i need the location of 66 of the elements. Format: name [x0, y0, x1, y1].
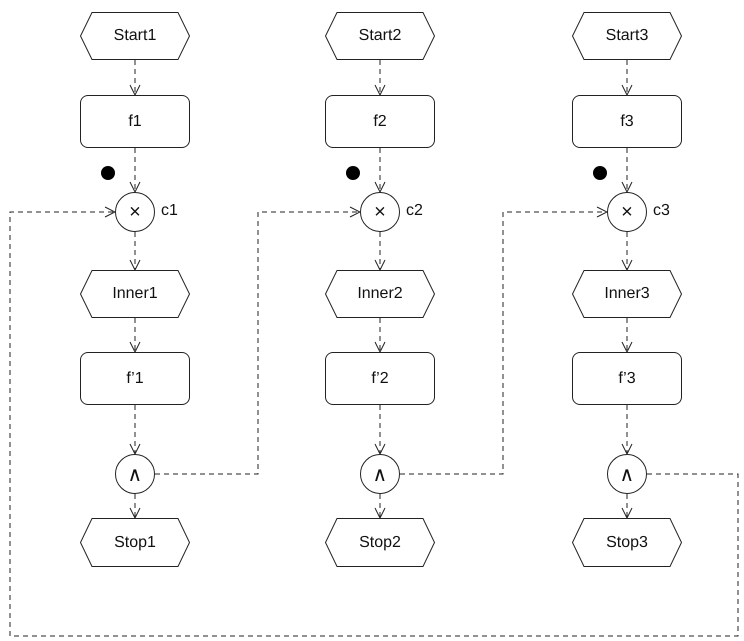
operator-symbol: ∧ — [372, 462, 388, 486]
arrow — [10, 206, 738, 636]
hexagon-node — [80, 12, 190, 60]
arrow — [130, 148, 140, 192]
arrow — [622, 494, 632, 518]
connector-label: c2 — [406, 202, 423, 220]
arrow — [374, 60, 386, 96]
hexagon-node — [325, 270, 435, 318]
arrow — [154, 206, 360, 474]
node-label: Stop3 — [606, 534, 648, 552]
node-label: Inner2 — [357, 285, 403, 303]
process-box — [80, 352, 190, 405]
arrow — [622, 404, 632, 454]
connector-label: c1 — [161, 202, 178, 220]
arrow — [374, 148, 386, 192]
operator-symbol: × — [129, 200, 141, 224]
node-label: Start2 — [358, 27, 402, 45]
node-label: Start1 — [114, 27, 156, 45]
node-label: f’1 — [126, 370, 144, 388]
arrow — [130, 60, 140, 96]
node-label: f’2 — [371, 370, 389, 388]
operator-symbol: × — [374, 200, 386, 224]
node-label: Inner1 — [112, 285, 158, 303]
operator-symbol: ∧ — [128, 462, 142, 486]
operator-circle — [607, 454, 647, 494]
operator-circle — [115, 192, 155, 232]
node-label: f1 — [128, 112, 142, 130]
node-label: f3 — [620, 112, 634, 130]
arrow — [622, 60, 632, 96]
arrow — [622, 148, 632, 192]
node-label: Stop2 — [359, 534, 401, 552]
node-label: Stop1 — [114, 534, 156, 552]
arrow — [400, 206, 608, 474]
operator-circle — [115, 454, 155, 494]
node-label: f’3 — [618, 370, 636, 388]
arrow — [374, 318, 386, 352]
operator-circle — [360, 454, 400, 494]
arrow — [130, 494, 140, 518]
hexagon-node — [572, 270, 682, 318]
hexagon-node — [572, 12, 682, 60]
process-box — [572, 352, 682, 405]
connector-label: c3 — [653, 202, 670, 220]
arrow — [130, 318, 140, 352]
process-box — [572, 95, 682, 148]
node-label: Start3 — [606, 27, 648, 45]
operator-symbol: × — [621, 200, 633, 224]
process-box — [325, 95, 435, 148]
process-box — [325, 352, 435, 405]
arrow — [130, 232, 140, 270]
arrow — [374, 232, 386, 270]
hexagon-node — [325, 518, 435, 567]
operator-circle — [360, 192, 400, 232]
operator-circle — [607, 192, 647, 232]
hexagon-node — [325, 12, 435, 60]
operator-symbol: ∧ — [620, 462, 634, 486]
arrow — [622, 232, 632, 270]
node-label: Inner3 — [604, 285, 650, 303]
hexagon-node — [572, 518, 682, 567]
hexagon-node — [80, 518, 190, 567]
arrow — [130, 404, 140, 454]
arrow — [374, 494, 386, 518]
arrow — [374, 404, 386, 454]
node-label: f2 — [373, 112, 387, 130]
arrow — [622, 318, 632, 352]
hexagon-node — [80, 270, 190, 318]
process-box — [80, 95, 190, 148]
